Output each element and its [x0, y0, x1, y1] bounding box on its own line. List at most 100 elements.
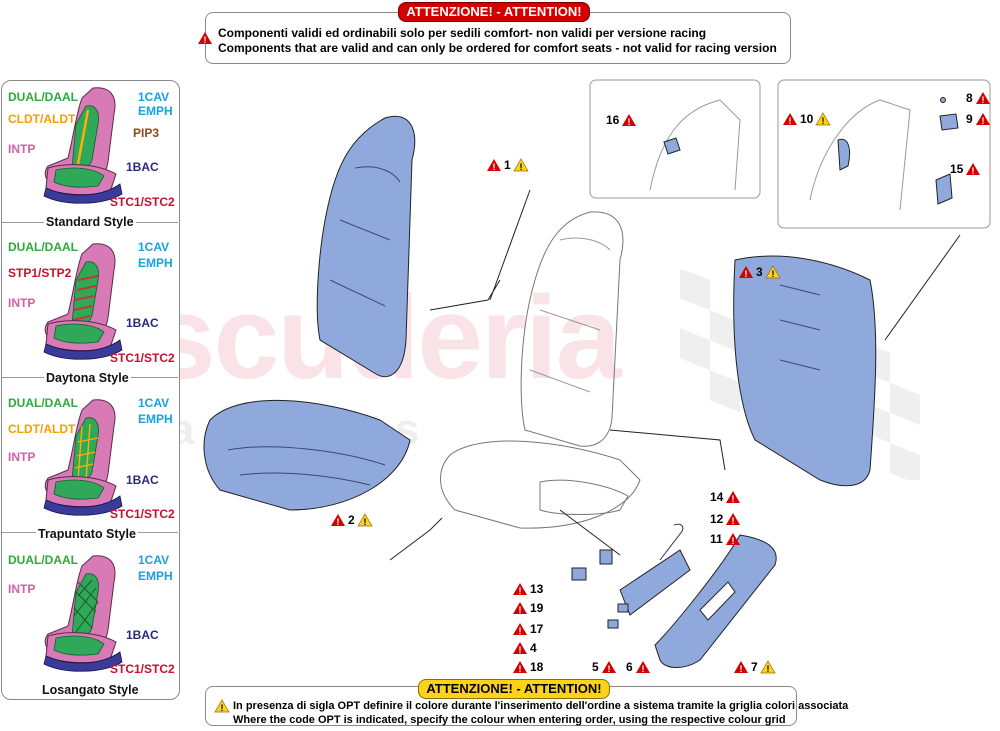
svg-text:!: ! — [972, 166, 975, 176]
label-emph: EMPH — [138, 256, 173, 270]
callout-14: 14 ! — [710, 490, 741, 504]
callout-11: 11 ! — [710, 532, 741, 546]
label-emph: EMPH — [138, 412, 173, 426]
label-1bac: 1BAC — [126, 628, 159, 642]
top-notice-title: ATTENZIONE! - ATTENTION! — [398, 2, 590, 22]
label-stc: STC1/STC2 — [110, 351, 175, 365]
label-pip3: PIP3 — [133, 126, 160, 140]
svg-text:!: ! — [822, 116, 825, 126]
label-stc: STC1/STC2 — [110, 662, 175, 676]
warning-red-icon: ! — [513, 583, 527, 596]
seat-exploded-diagram — [203, 79, 991, 668]
cushion-cover-part — [203, 399, 411, 511]
svg-text:!: ! — [766, 664, 769, 674]
callout-4: ! 4 — [512, 641, 537, 655]
svg-text:!: ! — [337, 517, 340, 527]
label-emph: EMPH — [138, 569, 173, 583]
label-dual-daal: DUAL/DAAL — [8, 553, 78, 567]
warning-red-icon: ! — [966, 163, 981, 176]
callout-18: ! 18 — [512, 660, 543, 674]
svg-text:!: ! — [607, 664, 610, 674]
losangato-style-seat — [43, 555, 123, 672]
callout-17: ! 17 — [512, 622, 543, 636]
warning-red-icon: ! — [513, 661, 527, 674]
bottom-notice-line-en: Where the code OPT is indicated, specify… — [233, 714, 786, 726]
svg-text:!: ! — [519, 605, 522, 615]
callout-2: ! 2 ! — [330, 513, 373, 527]
callout-16: 16 ! — [606, 113, 637, 127]
label-1cav: 1CAV — [138, 90, 170, 104]
svg-text:!: ! — [740, 664, 743, 674]
callout-13: ! 13 — [512, 582, 543, 596]
label-stc: STC1/STC2 — [110, 195, 175, 209]
warning-yellow-icon: ! — [513, 158, 529, 172]
warning-red-icon: ! — [601, 661, 616, 674]
warning-red-icon: ! — [783, 113, 797, 126]
label-cldt-aldt: CLDT/ALDT — [8, 422, 76, 436]
label-emph: EMPH — [138, 104, 173, 118]
svg-text:!: ! — [363, 517, 366, 527]
svg-text:!: ! — [493, 162, 496, 172]
warning-red-icon: ! — [975, 92, 990, 105]
warning-red-icon: ! — [726, 491, 741, 504]
daytona-style-seat — [43, 243, 123, 360]
style-name-daytona: Daytona Style — [44, 371, 131, 385]
svg-text:!: ! — [771, 269, 774, 279]
warning-red-icon: ! — [725, 533, 740, 546]
svg-text:!: ! — [519, 626, 522, 636]
label-dual-daal: DUAL/DAAL — [8, 240, 78, 254]
svg-text:!: ! — [789, 116, 792, 126]
svg-text:!: ! — [519, 664, 522, 674]
warning-yellow-icon: ! — [214, 699, 230, 713]
bottom-notice-title: ATTENZIONE! - ATTENTION! — [418, 679, 610, 699]
callout-3: ! 3 ! — [738, 265, 781, 279]
label-1cav: 1CAV — [138, 553, 170, 567]
label-cldt-aldt: CLDT/ALDT — [8, 112, 76, 126]
svg-text:!: ! — [732, 516, 735, 526]
svg-text:!: ! — [731, 536, 734, 546]
warning-yellow-icon: ! — [760, 660, 776, 674]
label-stp: STP1/STP2 — [8, 266, 72, 280]
callout-5: 5 ! — [592, 660, 617, 674]
callout-12: 12 ! — [710, 512, 741, 526]
callout-6: 6 ! — [626, 660, 651, 674]
callout-1: ! 1 ! — [486, 158, 529, 172]
label-1cav: 1CAV — [138, 396, 170, 410]
standard-style-seat — [43, 87, 123, 204]
warning-yellow-icon: ! — [765, 265, 781, 279]
label-1bac: 1BAC — [126, 316, 159, 330]
svg-text:!: ! — [519, 162, 522, 172]
label-stc: STC1/STC2 — [110, 507, 175, 521]
label-intp: INTP — [8, 142, 36, 156]
warning-red-icon: ! — [726, 513, 741, 526]
svg-text:!: ! — [641, 664, 644, 674]
label-intp: INTP — [8, 582, 36, 596]
rear-shell-part — [733, 255, 877, 487]
warning-red-icon: ! — [331, 514, 345, 527]
svg-text:!: ! — [204, 35, 207, 45]
svg-text:!: ! — [981, 95, 984, 105]
backrest-cover-part — [316, 115, 416, 378]
svg-text:!: ! — [745, 269, 748, 279]
warning-red-icon: ! — [635, 661, 650, 674]
trapuntato-style-seat — [43, 399, 123, 516]
callout-19: ! 19 — [512, 601, 543, 615]
warning-red-icon: ! — [198, 32, 212, 45]
style-name-losangato: Losangato Style — [40, 683, 141, 697]
label-intp: INTP — [8, 450, 36, 464]
label-dual-daal: DUAL/DAAL — [8, 396, 78, 410]
svg-text:!: ! — [519, 645, 522, 655]
warning-red-icon: ! — [739, 266, 753, 279]
warning-yellow-icon: ! — [357, 513, 373, 527]
label-dual-daal: DUAL/DAAL — [8, 90, 78, 104]
label-1bac: 1BAC — [126, 473, 159, 487]
style-name-trapuntato: Trapuntato Style — [36, 527, 138, 541]
label-1cav: 1CAV — [138, 240, 170, 254]
top-notice-line-en: Components that are valid and can only b… — [218, 41, 777, 55]
svg-text:!: ! — [981, 116, 984, 126]
svg-text:!: ! — [519, 586, 522, 596]
bottom-notice-line-it: In presenza di sigla OPT definire il col… — [233, 700, 849, 712]
callout-8: 8 ! — [966, 91, 991, 105]
svg-text:!: ! — [732, 494, 735, 504]
label-intp: INTP — [8, 296, 36, 310]
